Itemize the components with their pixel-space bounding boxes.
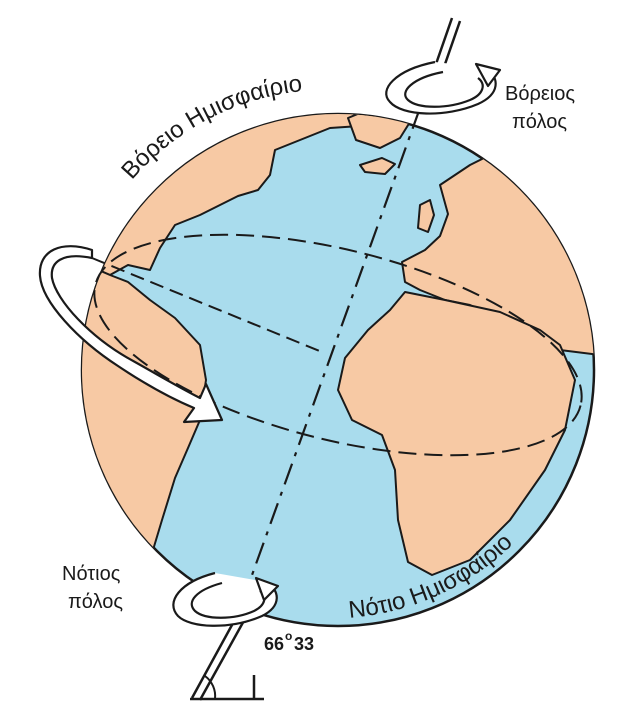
angle-degree-symbol: o [285,629,292,643]
north-pole-label-line1: Βόρειος [505,83,575,105]
north-rotation-arrow-icon [386,62,500,114]
angle-degrees-label: 66 [264,634,284,654]
south-pole-label-line2: πόλος [68,591,123,613]
south-rotation-arrow-icon [173,573,278,626]
south-pole-label-line1: Νότιος [62,563,121,585]
north-pole-label-line2: πόλος [512,111,567,133]
south-axis-rod-2 [200,617,246,700]
angle-minutes-label: 33 [294,634,314,654]
